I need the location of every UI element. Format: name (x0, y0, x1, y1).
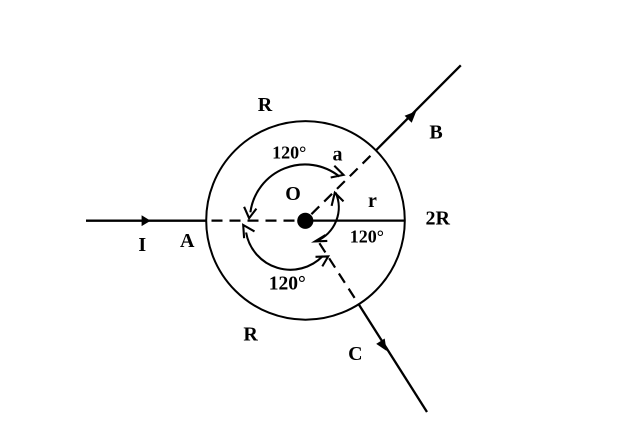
svg-text:R: R (258, 94, 273, 116)
svg-text:I: I (138, 234, 146, 256)
svg-text:a: a (333, 144, 343, 166)
svg-text:r: r (368, 190, 377, 212)
svg-text:2R: 2R (425, 208, 450, 230)
svg-text:O: O (285, 183, 301, 205)
svg-text:C: C (348, 343, 362, 365)
svg-text:120°: 120° (269, 274, 306, 295)
svg-text:B: B (429, 121, 442, 143)
svg-text:R: R (243, 323, 258, 345)
svg-text:A: A (180, 230, 195, 252)
svg-text:120°: 120° (350, 226, 384, 246)
svg-text:120°: 120° (272, 143, 306, 163)
